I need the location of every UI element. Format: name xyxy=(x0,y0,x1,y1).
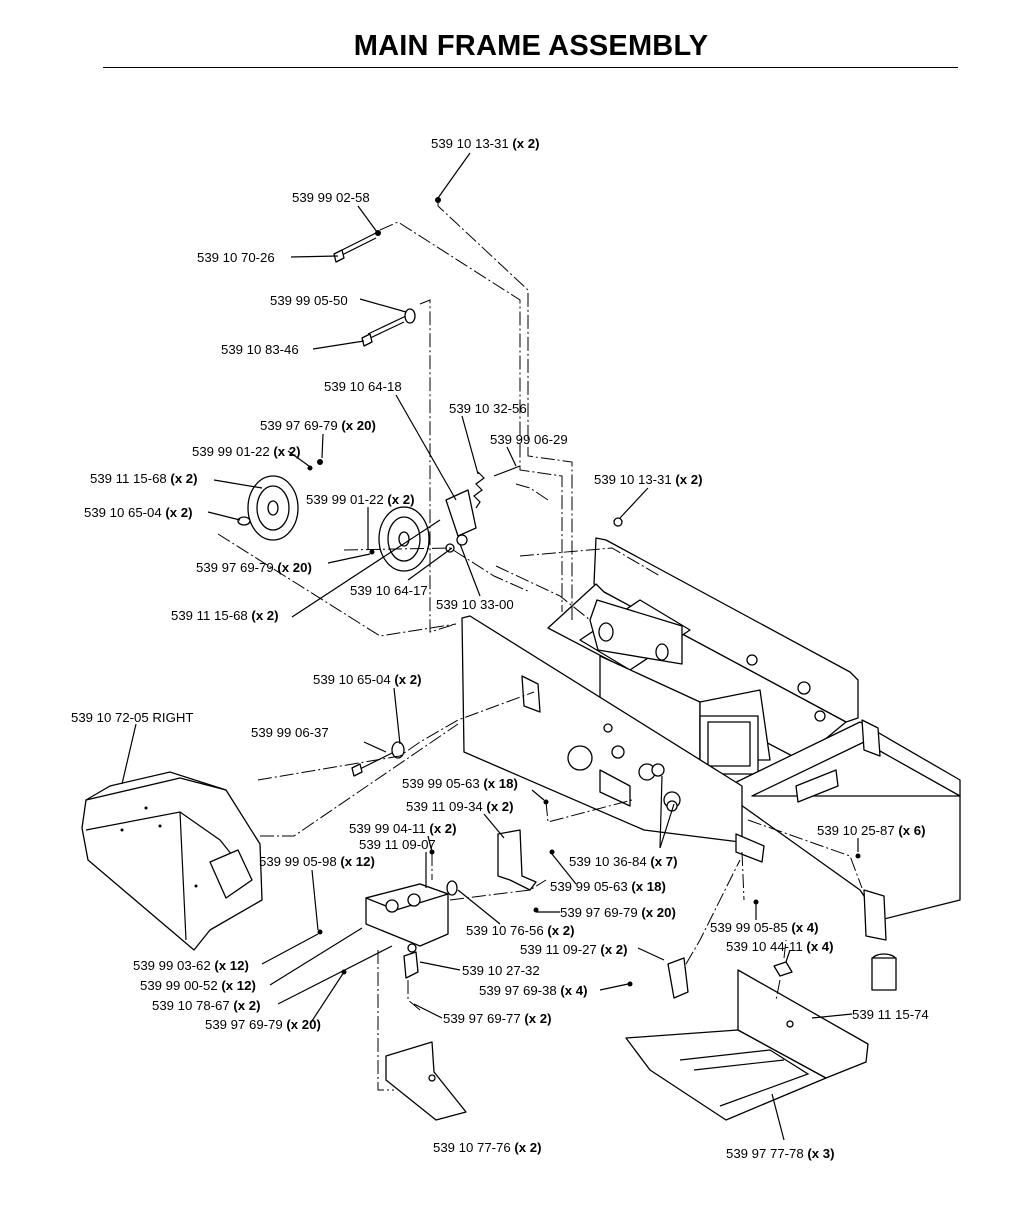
callout-c33: 539 11 09-27 (x 2) xyxy=(520,942,628,957)
page-title: MAIN FRAME ASSEMBLY xyxy=(353,30,709,62)
callout-c42: 539 97 69-77 (x 2) xyxy=(443,1011,552,1026)
callout-c26: 539 10 25-87 (x 6) xyxy=(817,823,926,838)
callout-c34: 539 10 44-11 (x 4) xyxy=(726,939,834,954)
callout-c18: 539 11 15-68 (x 2) xyxy=(171,608,279,623)
callout-c27: 539 99 05-98 (x 12) xyxy=(259,854,375,869)
callout-c38: 539 97 69-38 (x 4) xyxy=(479,983,588,998)
hardware-items xyxy=(307,197,861,1121)
callout-c35: 539 99 03-62 (x 12) xyxy=(133,958,249,973)
callout-c40: 539 11 15-74 xyxy=(852,1007,929,1022)
callout-c20: 539 10 72-05 RIGHT xyxy=(71,710,193,725)
callout-c28: 539 10 36-84 (x 7) xyxy=(569,854,678,869)
callout-c01: 539 10 13-31 (x 2) xyxy=(431,136,540,151)
callout-c13: 539 99 01-22 (x 2) xyxy=(306,492,415,507)
callout-c44: 539 97 77-78 (x 3) xyxy=(726,1146,835,1161)
callout-c10: 539 99 01-22 (x 2) xyxy=(192,444,301,459)
callout-c04: 539 99 05-50 xyxy=(270,293,348,308)
callout-c31: 539 10 76-56 (x 2) xyxy=(466,923,575,938)
right-pulley xyxy=(378,506,430,572)
callout-c22: 539 99 05-63 (x 18) xyxy=(402,776,518,791)
title-rule xyxy=(103,67,958,68)
callout-c39: 539 10 78-67 (x 2) xyxy=(152,998,261,1013)
main-frame xyxy=(461,537,961,991)
callout-c37: 539 99 00-52 (x 12) xyxy=(140,978,256,993)
assembly-dash-lines xyxy=(217,200,863,1091)
callout-c17: 539 10 33-00 xyxy=(436,597,514,612)
callout-c29: 539 99 05-63 (x 18) xyxy=(550,879,666,894)
callout-c14: 539 10 65-04 (x 2) xyxy=(84,505,193,520)
callout-c16: 539 10 64-17 xyxy=(350,583,428,598)
callout-c15: 539 97 69-79 (x 20) xyxy=(196,560,312,575)
floor-pan xyxy=(625,969,869,1121)
callout-c11: 539 11 15-68 (x 2) xyxy=(90,471,198,486)
callout-c07: 539 10 32-56 xyxy=(449,401,527,416)
callout-c06: 539 10 64-18 xyxy=(324,379,402,394)
left-pulley xyxy=(237,475,299,541)
callout-c09: 539 99 06-29 xyxy=(490,432,568,447)
right-fender xyxy=(81,771,263,951)
callout-c25: 539 11 09-07 xyxy=(359,837,436,852)
callout-c19: 539 10 65-04 (x 2) xyxy=(313,672,422,687)
callout-c21: 539 99 06-37 xyxy=(251,725,329,740)
callout-c03: 539 10 70-26 xyxy=(197,250,275,265)
callout-labels: 539 10 13-31 (x 2) 539 99 02-58 539 10 7… xyxy=(71,136,929,1161)
callout-c08: 539 97 69-79 (x 20) xyxy=(260,418,376,433)
callout-c02: 539 99 02-58 xyxy=(292,190,370,205)
leader-lines xyxy=(121,152,859,1141)
callout-c05: 539 10 83-46 xyxy=(221,342,299,357)
callout-c41: 539 97 69-79 (x 20) xyxy=(205,1017,321,1032)
callout-c23: 539 11 09-34 (x 2) xyxy=(406,799,514,814)
callout-c43: 539 10 77-76 (x 2) xyxy=(433,1140,542,1155)
callout-c24: 539 99 04-11 (x 2) xyxy=(349,821,457,836)
callout-c32: 539 99 05-85 (x 4) xyxy=(710,920,819,935)
callout-c30: 539 97 69-79 (x 20) xyxy=(560,905,676,920)
callout-c12: 539 10 13-31 (x 2) xyxy=(594,472,703,487)
callout-c36: 539 10 27-32 xyxy=(462,963,540,978)
